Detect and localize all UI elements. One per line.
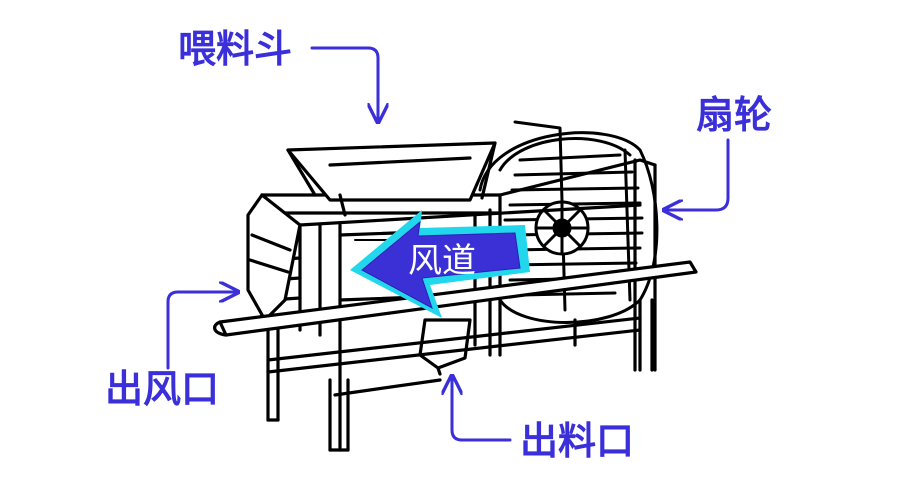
material-outlet-label: 出料口 [520, 419, 635, 463]
air-duct-arrow [350, 210, 530, 318]
air-duct-label: 风道 [408, 241, 476, 281]
hopper-callout-arrow [310, 46, 378, 122]
shaft [213, 260, 698, 337]
air-outlet-chute [246, 193, 302, 322]
hopper-label: 喂料斗 [178, 27, 293, 71]
material-outlet-callout-arrow [452, 376, 512, 442]
air-outlet-callout-arrow [166, 292, 238, 370]
material-outlet-chute [418, 318, 472, 376]
base-frame [266, 298, 654, 452]
fan-hub [534, 200, 590, 256]
callout-arrows [166, 46, 730, 442]
air-outlet-label: 出风口 [105, 367, 220, 411]
hopper [286, 141, 497, 217]
fan-wheel-callout-arrow [664, 138, 730, 210]
fan-wheel-label: 扇轮 [696, 93, 773, 137]
machine-drawing [213, 120, 698, 452]
